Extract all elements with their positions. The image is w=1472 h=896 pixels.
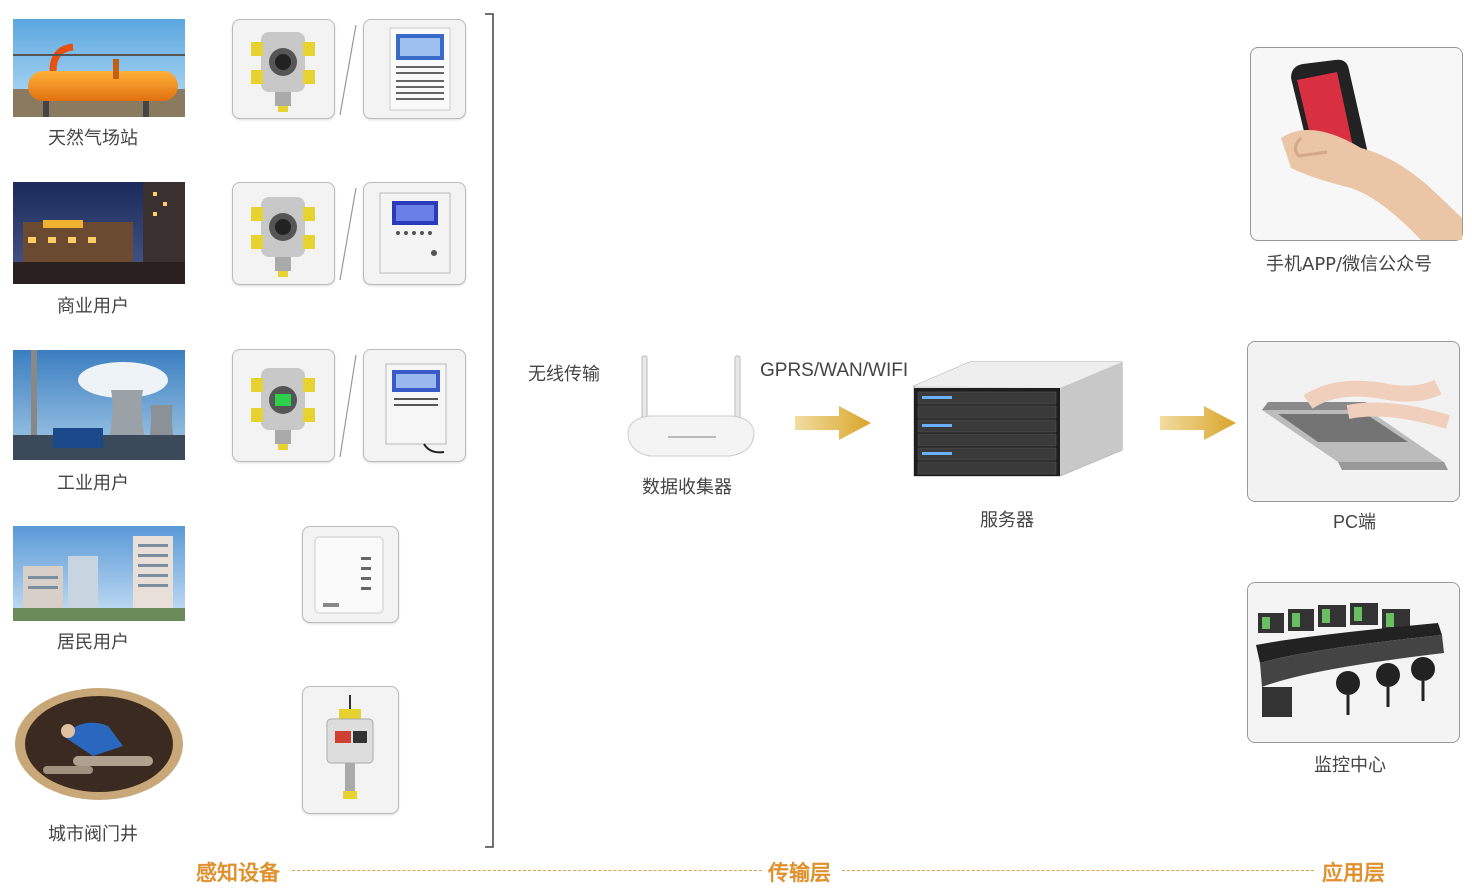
pc-label: PC端 <box>1333 512 1377 532</box>
mobile-app-label: 手机APP/微信公众号 <box>1266 254 1433 275</box>
alarm-controller-card <box>363 349 466 462</box>
footer-transmission-label: 传输层 <box>768 861 831 885</box>
mobile-app-card <box>1250 47 1463 241</box>
residential-detector-icon <box>314 536 384 614</box>
divider-slash <box>336 354 360 458</box>
monitoring-center-label: 监控中心 <box>1314 755 1386 776</box>
sensing-bracket <box>485 13 495 848</box>
protocol-label: GPRS/WAN/WIFI <box>760 360 909 381</box>
scene-photo-commercial <box>13 182 185 284</box>
alarm-controller-card <box>363 19 466 119</box>
gas-detector-card <box>232 182 335 285</box>
control-room-icon <box>1248 583 1459 742</box>
gas-detector-card <box>232 19 335 119</box>
scene-photo-residential <box>13 526 185 621</box>
laptop-icon <box>1248 342 1459 501</box>
alarm-controller-icon <box>389 27 451 111</box>
alarm-controller-icon <box>385 363 447 454</box>
router-icon <box>620 352 760 460</box>
footer-dash-right <box>842 870 1314 871</box>
gas-detector-icon <box>251 197 315 277</box>
monitoring-center-card <box>1247 582 1460 743</box>
divider-slash <box>336 187 360 281</box>
scene-label: 工业用户 <box>57 473 129 494</box>
scene-photo-industrial <box>13 350 185 460</box>
scene-label: 城市阀门井 <box>48 824 138 845</box>
smartphone-icon <box>1281 59 1462 240</box>
wireless-transmission-label: 无线传输 <box>528 364 600 385</box>
valve-well-detector-icon <box>326 695 374 799</box>
pc-card <box>1247 341 1460 502</box>
server-label: 服务器 <box>980 510 1034 531</box>
gas-detector-icon <box>251 32 315 112</box>
residential-detector-card <box>302 526 399 623</box>
gas-detector-icon <box>251 368 315 450</box>
alarm-controller-icon <box>379 192 451 274</box>
data-collector-label: 数据收集器 <box>642 477 732 498</box>
scene-photo-valve-well <box>13 686 185 810</box>
divider-slash <box>336 24 360 116</box>
scene-photo-gas-station <box>13 19 185 117</box>
scene-label: 天然气场站 <box>48 128 138 149</box>
alarm-controller-card <box>363 182 466 285</box>
footer-application-label: 应用层 <box>1322 861 1385 885</box>
scene-label: 居民用户 <box>57 632 129 653</box>
footer-dash-left <box>292 870 762 871</box>
footer-sensing-label: 感知设备 <box>196 861 280 885</box>
valve-well-detector-card <box>302 686 399 814</box>
arrow-right-icon <box>795 403 873 443</box>
scene-label: 商业用户 <box>57 296 129 317</box>
server-icon <box>910 358 1125 480</box>
gas-detector-card <box>232 349 335 462</box>
arrow-right-icon <box>1160 403 1238 443</box>
